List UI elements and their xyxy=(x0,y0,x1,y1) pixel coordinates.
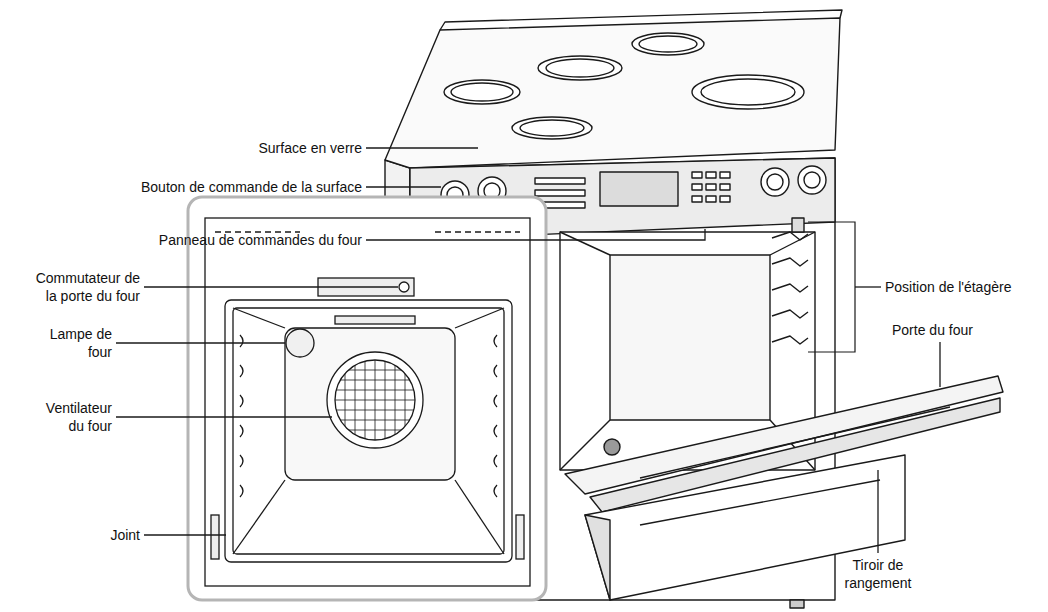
leader-line xyxy=(144,286,398,287)
part-label: Bouton de commande de la surface xyxy=(141,178,362,196)
label-holder: Tiroir de rangement xyxy=(838,556,918,592)
leader-line xyxy=(116,416,332,417)
leader-line xyxy=(877,470,878,553)
label-holder: Ventilateur du four xyxy=(30,399,112,435)
label-holder: Porte du four xyxy=(892,321,973,339)
part-label: Tiroir de rangement xyxy=(838,556,918,592)
leader-lines xyxy=(116,148,940,553)
label-holder: Lampe de four xyxy=(40,325,112,361)
oven-interior-inset xyxy=(188,197,546,600)
leader-line xyxy=(366,229,705,240)
part-label: Porte du four xyxy=(892,321,973,339)
part-label: Ventilateur du four xyxy=(30,399,112,435)
leader-line xyxy=(366,147,478,148)
part-label: Panneau de commandes du four xyxy=(159,231,362,249)
part-label: Commutateur de la porte du four xyxy=(25,269,140,305)
label-holder: Surface en verre xyxy=(259,139,363,157)
leader-line xyxy=(144,534,226,535)
label-holder: Commutateur de la porte du four xyxy=(25,269,140,305)
label-holder: Position de l'étagère xyxy=(885,278,1011,296)
rack-bracket xyxy=(808,222,855,352)
part-label: Joint xyxy=(110,526,140,544)
leader-line xyxy=(939,342,940,387)
part-label: Position de l'étagère xyxy=(885,278,1011,296)
leader-line xyxy=(366,186,441,187)
label-holder: Bouton de commande de la surface xyxy=(141,178,362,196)
part-label: Lampe de four xyxy=(40,325,112,361)
leader-line xyxy=(855,286,881,287)
leader-line xyxy=(116,342,285,343)
label-holder: Joint xyxy=(110,526,140,544)
label-holder: Panneau de commandes du four xyxy=(159,231,362,249)
part-label: Surface en verre xyxy=(259,139,363,157)
